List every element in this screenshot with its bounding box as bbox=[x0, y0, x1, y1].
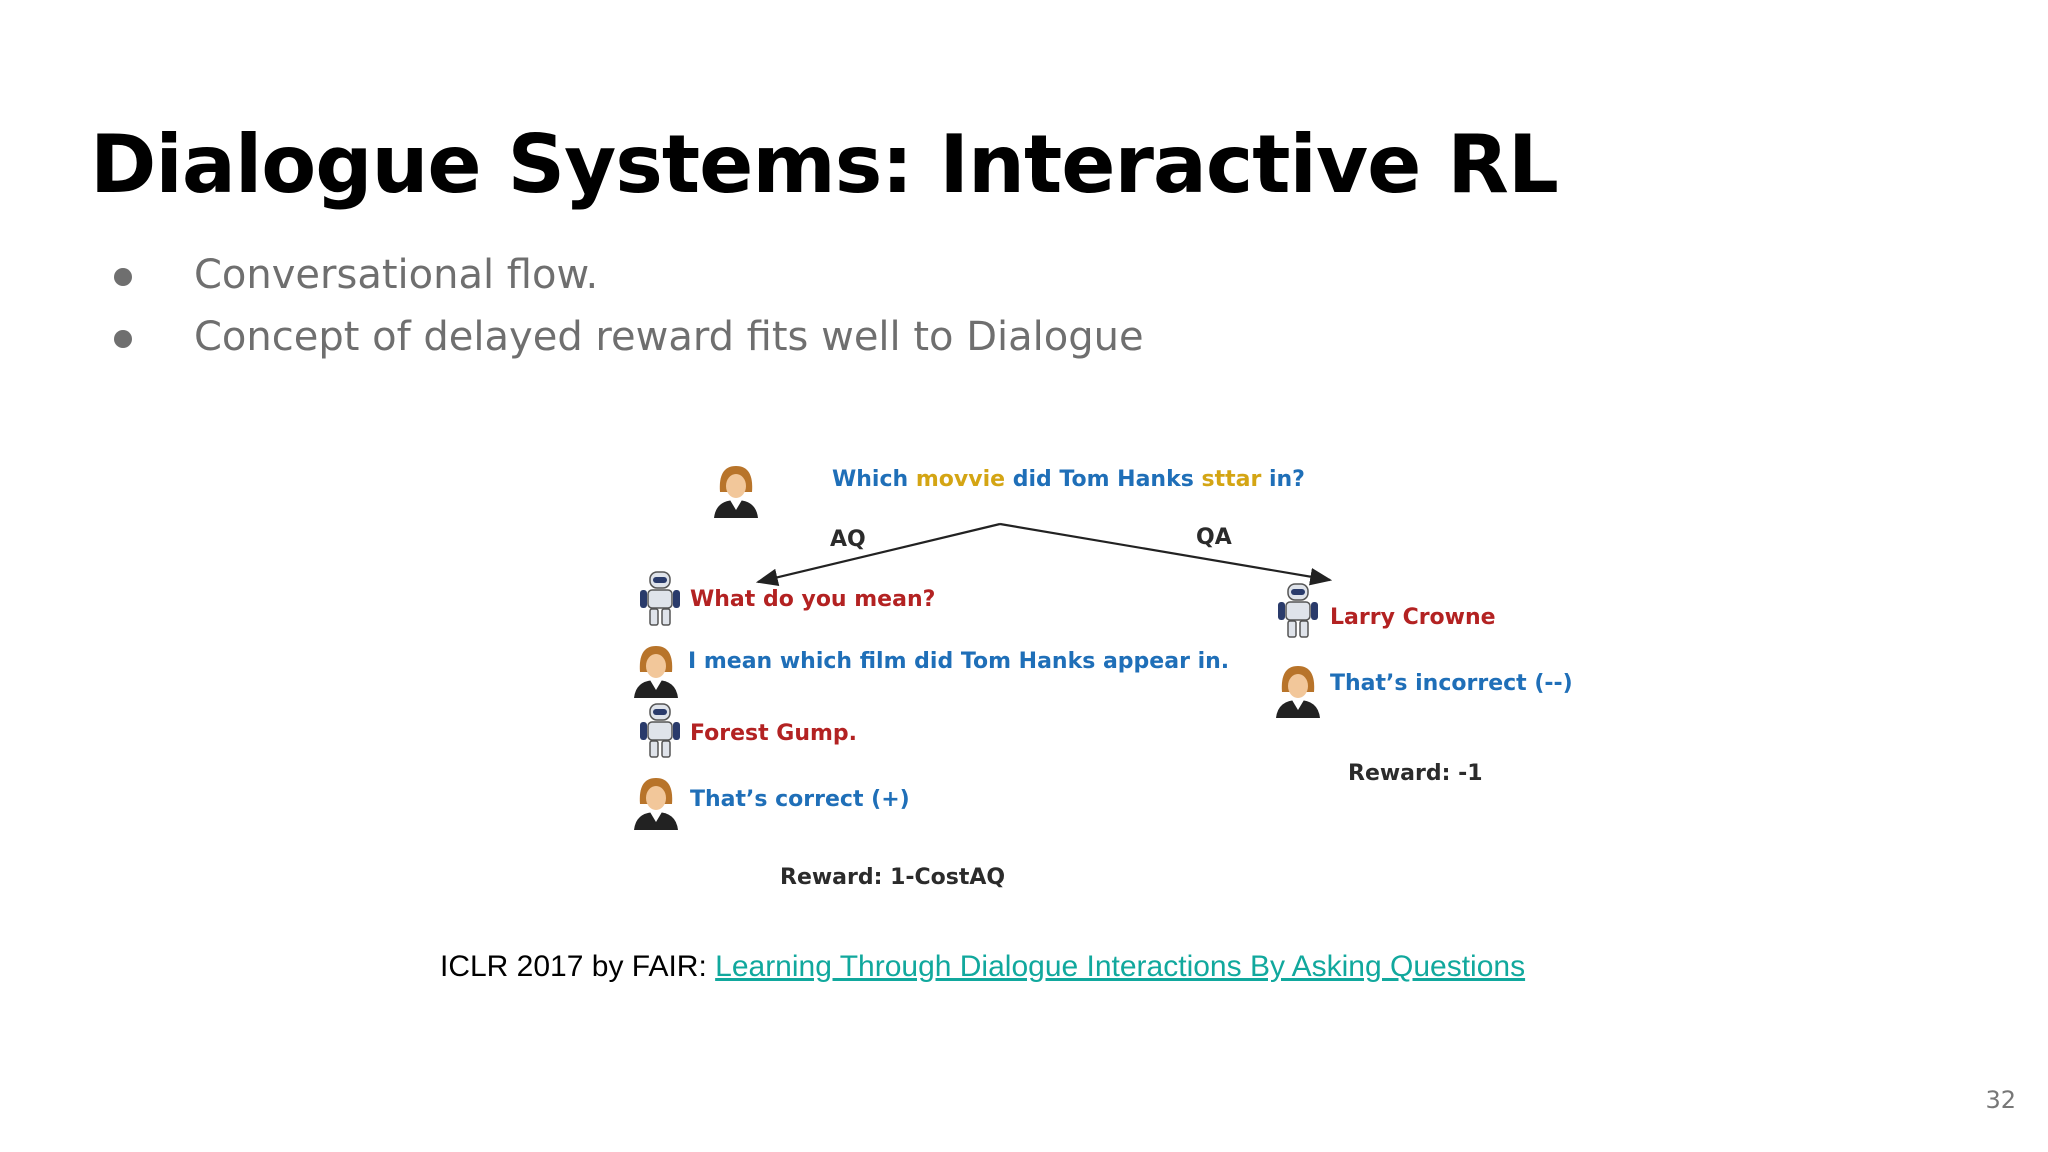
bullet-dot-icon bbox=[114, 330, 132, 348]
paper-link[interactable]: Learning Through Dialogue Interactions B… bbox=[715, 950, 1526, 983]
human-avatar-icon bbox=[714, 466, 758, 518]
dialogue-figure: Which movvie did Tom Hanks sttar in? AQ … bbox=[628, 446, 1573, 916]
branch-label-aq: AQ bbox=[830, 527, 866, 552]
slide-title: Dialogue Systems: Interactive RL bbox=[90, 118, 1559, 211]
branch-line-aq bbox=[755, 522, 1001, 586]
human-avatar-icon bbox=[634, 778, 678, 830]
dialogue-line: Larry Crowne bbox=[1330, 605, 1496, 630]
robot-avatar-icon bbox=[1278, 583, 1318, 638]
dialogue-line: That’s correct (+) bbox=[690, 787, 910, 812]
bullet-text: Concept of delayed reward fits well to D… bbox=[194, 314, 1144, 360]
caption-prefix: ICLR 2017 by FAIR: bbox=[440, 950, 716, 983]
dialogue-line: That’s incorrect (--) bbox=[1330, 671, 1573, 696]
question-typo: sttar bbox=[1201, 467, 1262, 492]
branch-label-qa: QA bbox=[1196, 525, 1232, 550]
question-text: Which movvie did Tom Hanks sttar in? bbox=[832, 466, 1305, 494]
branch-line-qa bbox=[999, 522, 1333, 586]
left-reward: Reward: 1-CostAQ bbox=[780, 865, 1006, 890]
bullet-text: Conversational flow. bbox=[194, 252, 599, 298]
right-reward: Reward: -1 bbox=[1348, 761, 1483, 786]
question-part: in? bbox=[1261, 467, 1305, 492]
figure-caption: ICLR 2017 by FAIR: Learning Through Dial… bbox=[440, 950, 1525, 984]
bullet-dot-icon bbox=[114, 268, 132, 286]
branch-arrows bbox=[755, 522, 1333, 586]
question-part: Which bbox=[832, 467, 916, 492]
robot-avatar-icon bbox=[640, 703, 680, 758]
human-avatar-icon bbox=[634, 646, 678, 698]
question-typo: movvie bbox=[915, 467, 1006, 492]
dialogue-line: What do you mean? bbox=[690, 587, 936, 612]
dialogue-line: Forest Gump. bbox=[690, 721, 858, 746]
human-avatar-icon bbox=[1276, 666, 1320, 718]
question-part: did Tom Hanks bbox=[1005, 467, 1202, 492]
page-number: 32 bbox=[1985, 1086, 2016, 1114]
dialogue-line: I mean which film did Tom Hanks appear i… bbox=[688, 649, 1230, 674]
robot-avatar-icon bbox=[640, 571, 680, 626]
